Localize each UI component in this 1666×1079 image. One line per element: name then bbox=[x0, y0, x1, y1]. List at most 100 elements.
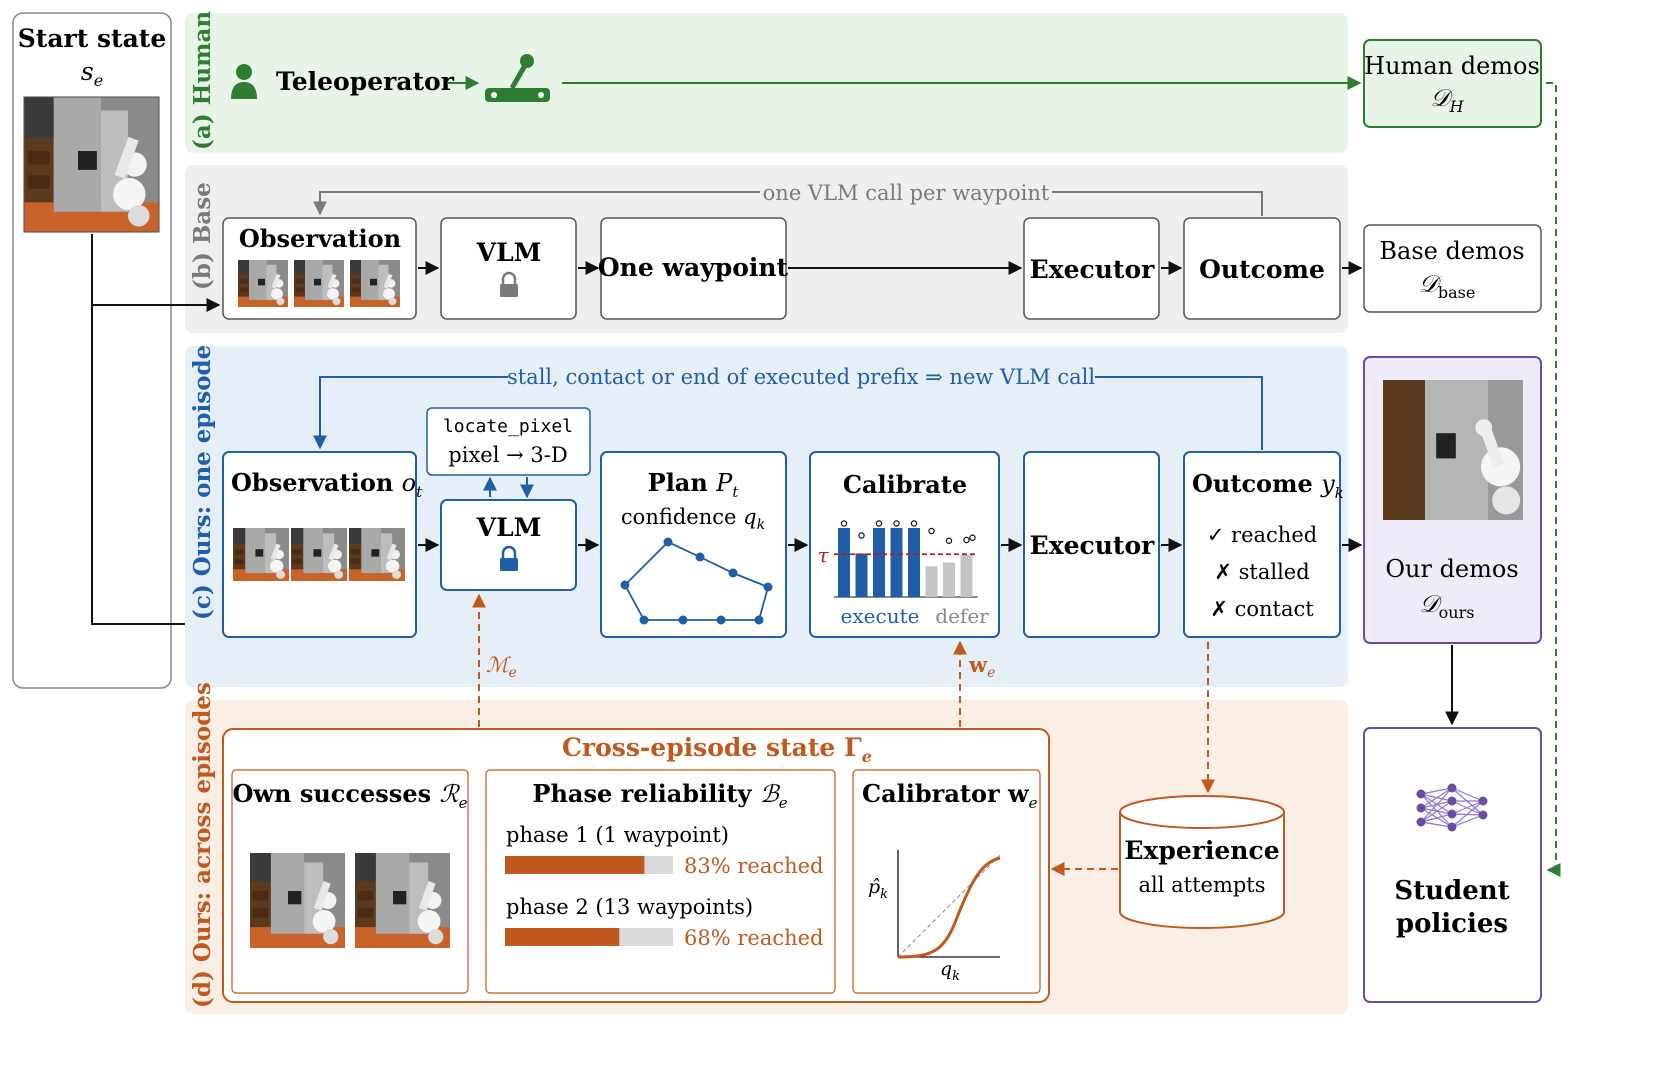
start-to-ours-arrow bbox=[91, 234, 221, 631]
confidence-marker bbox=[875, 520, 883, 527]
person-icon bbox=[231, 64, 257, 99]
confidence-marker bbox=[928, 527, 935, 535]
svg-text:Executor: Executor bbox=[1030, 255, 1155, 284]
defer-label: defer bbox=[935, 604, 989, 628]
joystick-icon bbox=[485, 54, 550, 102]
start-state-symbol: se bbox=[81, 57, 103, 90]
svg-text:Plan Pt: Plan Pt bbox=[648, 468, 740, 501]
human-section-label: (a) Human bbox=[189, 11, 216, 150]
svg-text:Student: Student bbox=[1394, 876, 1509, 906]
human-demos-box: Human demos 𝒟H bbox=[1363, 39, 1542, 128]
outcome-reached: ✓ reached bbox=[1207, 523, 1317, 547]
confidence-marker bbox=[945, 537, 953, 544]
threshold-label: τ bbox=[817, 543, 829, 567]
confidence-marker bbox=[963, 536, 970, 544]
phase-2-label: phase 2 (13 waypoints) bbox=[506, 895, 753, 919]
confidence-marker bbox=[893, 520, 900, 527]
execute-bar bbox=[855, 553, 868, 597]
svg-text:VLM: VLM bbox=[476, 513, 542, 542]
phase-reliability-box: Phase reliability ℬe phase 1 (1 waypoint… bbox=[485, 769, 836, 994]
confidence-marker bbox=[840, 520, 848, 527]
svg-text:all attempts: all attempts bbox=[1138, 873, 1265, 897]
our-demos-image bbox=[1383, 380, 1523, 520]
phase-1-bar-fill bbox=[505, 856, 645, 874]
human-to-student-arrow bbox=[1546, 82, 1561, 877]
ours-executor-box: Executor bbox=[1023, 451, 1160, 638]
ours-observation-box: Observation ot bbox=[222, 451, 423, 638]
svg-text:Outcome: Outcome bbox=[1199, 255, 1325, 284]
svg-text:Observation: Observation bbox=[239, 224, 401, 253]
start-state-title: Start state bbox=[18, 24, 167, 53]
base-section: (b) Base one VLM call per waypoint Obser… bbox=[185, 165, 1363, 333]
svg-text:confidence qk: confidence qk bbox=[621, 505, 765, 533]
svg-text:Own successes ℛe: Own successes ℛe bbox=[232, 779, 467, 812]
defer-bar bbox=[925, 566, 938, 597]
confidence-marker bbox=[910, 520, 918, 527]
locate-pixel-box: locate_pixel pixel → 3-D bbox=[426, 407, 591, 476]
phase-1-value: 83% reached bbox=[684, 854, 824, 878]
calibration-curve-plot: p̂k qk bbox=[868, 850, 1001, 984]
cross-state-box: Cross-episode state Γe Own successes ℛe … bbox=[222, 728, 1050, 1003]
phase-1-label: phase 1 (1 waypoint) bbox=[506, 823, 729, 847]
svg-text:policies: policies bbox=[1396, 909, 1508, 939]
base-section-label: (b) Base bbox=[189, 182, 216, 290]
start-state-image bbox=[23, 96, 160, 233]
base-waypoint-box: One waypoint bbox=[598, 217, 789, 320]
confidence-marker bbox=[969, 534, 976, 541]
calibrator-box: Calibrator we p̂k qk bbox=[852, 769, 1041, 994]
base-demos-box: Base demos 𝒟base bbox=[1363, 224, 1542, 313]
phase-2-bar-fill bbox=[505, 928, 620, 946]
human-demos-title: Human demos bbox=[1364, 52, 1540, 80]
outcome-contact: ✗ contact bbox=[1210, 597, 1314, 621]
teleoperator-label: Teleoperator bbox=[276, 67, 455, 96]
lock-icon bbox=[500, 271, 518, 297]
memory-label: ℳe bbox=[486, 653, 517, 681]
cross-state-title: Cross-episode state Γe bbox=[562, 733, 872, 766]
svg-text:Phase reliability ℬe: Phase reliability ℬe bbox=[532, 779, 787, 812]
cross-section-label: (d) Ours: across episodes bbox=[189, 682, 216, 1008]
phase-2-value: 68% reached bbox=[684, 926, 824, 950]
base-loop-label: one VLM call per waypoint bbox=[763, 181, 1050, 205]
ours-outcome-box: Outcome yk ✓ reached ✗ stalled ✗ contact bbox=[1183, 451, 1344, 638]
outcome-stalled: ✗ stalled bbox=[1214, 560, 1309, 584]
svg-text:Observation ot: Observation ot bbox=[231, 468, 423, 501]
defer-bar bbox=[943, 562, 955, 597]
execute-bar bbox=[873, 528, 885, 597]
base-observation-box: Observation bbox=[222, 217, 417, 320]
calibrate-box: Calibrate τ execute defer bbox=[809, 451, 1000, 638]
svg-text:Executor: Executor bbox=[1030, 531, 1155, 560]
our-demos-box: Our demos 𝒟ours bbox=[1363, 356, 1542, 644]
neural-network-icon bbox=[1416, 783, 1488, 832]
confidence-marker bbox=[858, 532, 865, 539]
student-policies-box: Student policies bbox=[1363, 727, 1542, 1003]
base-executor-box: Executor bbox=[1023, 217, 1160, 320]
base-vlm-box: VLM bbox=[440, 217, 577, 320]
base-outcome-box: Outcome bbox=[1183, 217, 1341, 320]
svg-text:Experience: Experience bbox=[1124, 836, 1279, 865]
human-demos-symbol: 𝒟H bbox=[1430, 84, 1464, 116]
ours-section: (c) Ours: one episode stall, contact or … bbox=[185, 345, 1363, 687]
svg-text:Our demos: Our demos bbox=[1385, 555, 1518, 583]
execute-bar bbox=[838, 528, 850, 597]
svg-text:Calibrate: Calibrate bbox=[843, 470, 967, 499]
lock-icon bbox=[500, 545, 518, 571]
plan-box: Plan Pt confidence qk bbox=[600, 451, 787, 638]
svg-text:One waypoint: One waypoint bbox=[598, 253, 789, 282]
calibrate-bar-chart bbox=[834, 520, 978, 598]
ours-loop-label: stall, contact or end of executed prefix… bbox=[507, 365, 1095, 389]
experience-cylinder: Experience all attempts bbox=[1119, 795, 1285, 929]
svg-text:VLM: VLM bbox=[476, 238, 542, 267]
ours-section-label: (c) Ours: one episode bbox=[189, 345, 216, 620]
ours-vlm-box: VLM bbox=[440, 499, 577, 591]
svg-text:Outcome yk: Outcome yk bbox=[1192, 469, 1344, 502]
execute-bar bbox=[890, 528, 903, 597]
calib-y-label: p̂k bbox=[868, 876, 888, 902]
calib-x-label: qk bbox=[940, 958, 960, 984]
execute-label: execute bbox=[841, 604, 920, 628]
cross-section: (d) Ours: across episodes Cross-episode … bbox=[185, 593, 1348, 1014]
own-successes-box: Own successes ℛe bbox=[231, 769, 469, 994]
defer-bar bbox=[960, 555, 973, 597]
svg-text:pixel → 3-D: pixel → 3-D bbox=[448, 443, 567, 467]
svg-text:locate_pixel: locate_pixel bbox=[443, 416, 573, 437]
